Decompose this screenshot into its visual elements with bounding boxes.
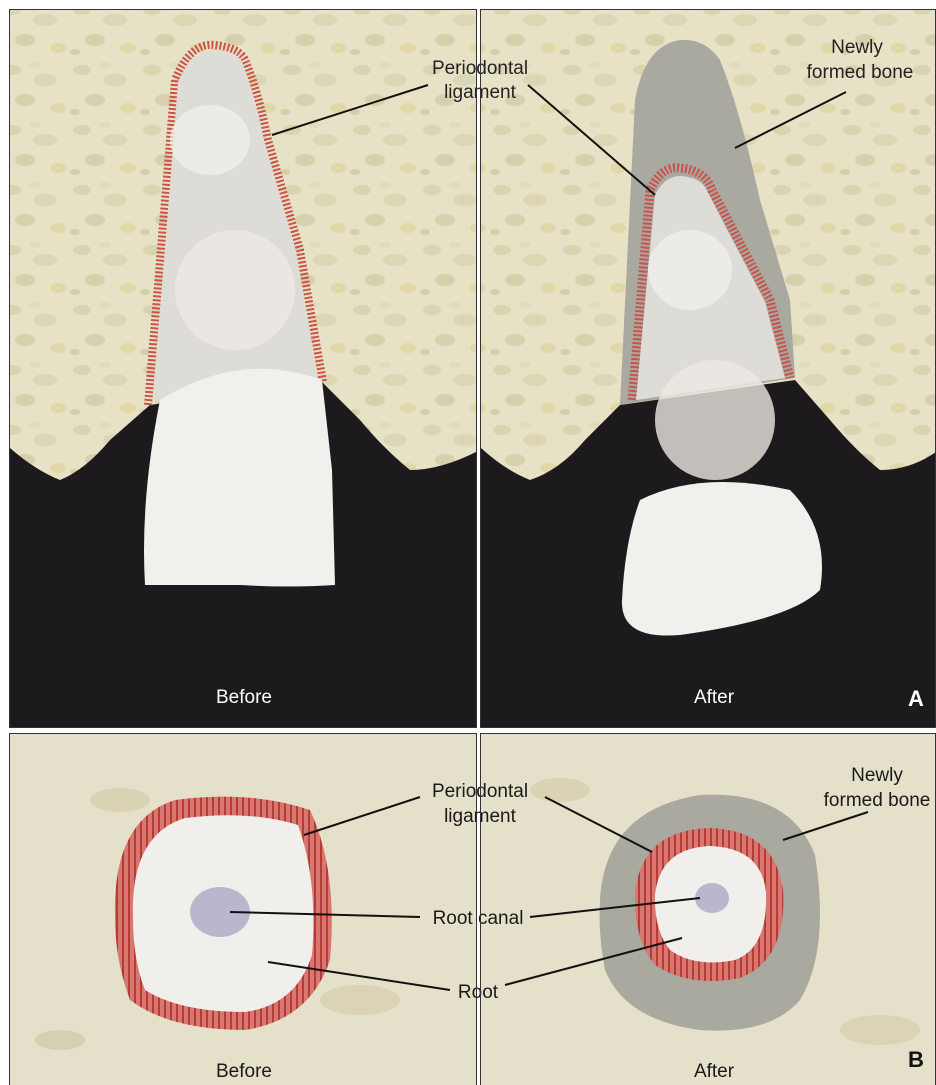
caption-after-a: After (694, 687, 735, 708)
caption-before-b: Before (216, 1061, 272, 1082)
label-bone-b-2: formed bone (824, 790, 931, 811)
tooth-crown (144, 369, 335, 587)
caption-after-b: After (694, 1061, 735, 1082)
label-root-canal: Root canal (433, 908, 524, 929)
label-bone-b-1: Newly (851, 765, 903, 786)
root-canal (695, 883, 729, 913)
label-bone-a-1: Newly (831, 37, 883, 58)
panel-a-after: After A (481, 10, 936, 727)
panel-letter-b: B (908, 1047, 924, 1072)
label-bone-a-2: formed bone (807, 62, 914, 83)
panel-letter-a: A (908, 686, 924, 711)
panel-b-after: After B (481, 734, 936, 1085)
caption-before-a: Before (216, 687, 272, 708)
panel-b-before: Before (10, 734, 476, 1085)
label-root: Root (458, 982, 499, 1003)
panel-a-before: Before (10, 10, 476, 727)
